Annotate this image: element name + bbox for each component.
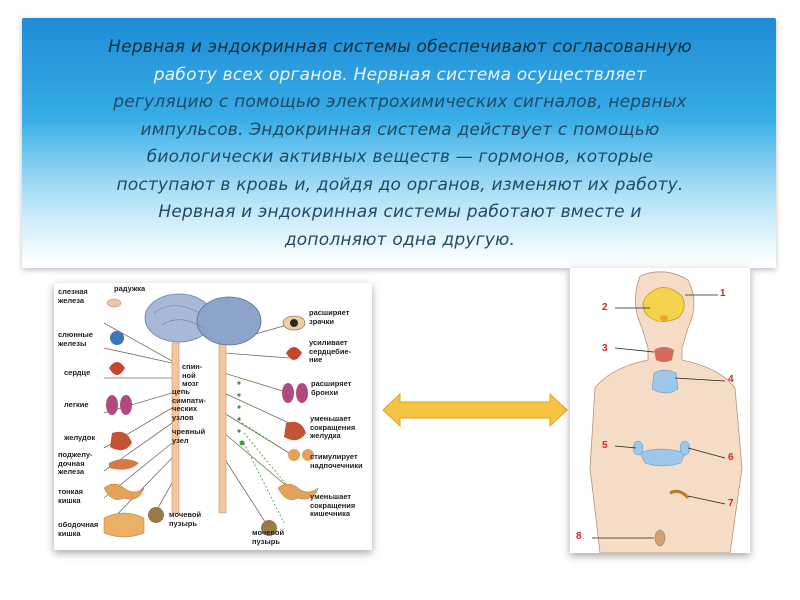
description-paragraph: Нервная и эндокринная системы обеспечива… <box>60 34 740 254</box>
endocrine-number: 6 <box>728 452 734 463</box>
label-bladder-left: мочевой пузырь <box>169 511 201 528</box>
label-spinal-cord: спин- ной мозг <box>182 363 202 389</box>
endocrine-number: 5 <box>602 440 608 451</box>
label-colon: ободочная кишка <box>58 521 98 538</box>
endocrine-number: 3 <box>602 343 608 354</box>
endocrine-number: 4 <box>728 374 734 385</box>
testis-graphic <box>655 530 665 546</box>
paragraph-line: работу всех органов. Нервная система осу… <box>60 62 740 90</box>
double-arrow-icon <box>383 394 567 426</box>
endocrine-number: 1 <box>720 288 726 299</box>
label-lacrimal-gland: слезная железа <box>58 288 88 305</box>
endocrine-number: 8 <box>576 531 582 542</box>
label-dilates-bronchi: расширяет бронхи <box>311 380 351 397</box>
paragraph-line: Нервная и эндокринная системы работают в… <box>60 199 740 227</box>
label-stimulates-adrenals: стимулирует надпочечники <box>310 453 363 470</box>
label-heart: сердце <box>64 369 90 378</box>
bladder-graphic-left <box>148 507 164 523</box>
label-lungs: легкие <box>64 401 89 410</box>
brain-right <box>197 297 261 345</box>
label-pancreas: поджелу- дочная железа <box>58 451 93 477</box>
paragraph-line: импульсов. Эндокринная система действует… <box>60 117 740 145</box>
paragraph-line: Нервная и эндокринная системы обеспечива… <box>60 34 740 62</box>
endocrine-illustration <box>570 268 750 553</box>
label-bladder-right: мочевой пузырь <box>252 529 284 546</box>
label-celiac-ganglion: чревный узел <box>172 428 205 445</box>
paragraph-line: регуляцию с помощью электрохимических си… <box>60 89 740 117</box>
label-sympathetic-chain: цепь симпати- ческих узлов <box>172 388 206 422</box>
paragraph-line: поступают в кровь и, дойдя до органов, и… <box>60 172 740 200</box>
thymus-graphic <box>652 370 678 393</box>
label-reduces-stomach-contractions: уменьшает сокращения желудка <box>310 415 355 441</box>
label-salivary-glands: слюнные железы <box>58 331 93 348</box>
label-increases-heartbeat: усиливает сердцебие- ние <box>309 339 351 365</box>
label-stomach: желудок <box>64 434 95 443</box>
heart-graphic-left <box>109 362 125 375</box>
endocrine-system-diagram: 1 2 3 4 5 6 7 8 <box>570 268 750 553</box>
label-dilates-pupils: расширяет зрачки <box>309 309 349 326</box>
paragraph-line: биологически активных веществ — гормонов… <box>60 144 740 172</box>
label-reduces-intestine-contractions: уменьшает сокращения кишечника <box>310 493 355 519</box>
spinal-cord-right <box>219 343 226 513</box>
endocrine-number: 2 <box>602 302 608 313</box>
nervous-system-diagram: слезная железа радужка слюнные железы се… <box>54 283 372 550</box>
paragraph-line: дополняют одна другую. <box>60 227 740 255</box>
salivary-glands-graphic <box>110 331 124 345</box>
label-iris: радужка <box>114 285 145 294</box>
thyroid-graphic <box>654 347 674 362</box>
endocrine-number: 7 <box>728 498 734 509</box>
pancreas-graphic <box>640 449 685 466</box>
label-small-intestine: тонкая кишка <box>58 488 83 505</box>
